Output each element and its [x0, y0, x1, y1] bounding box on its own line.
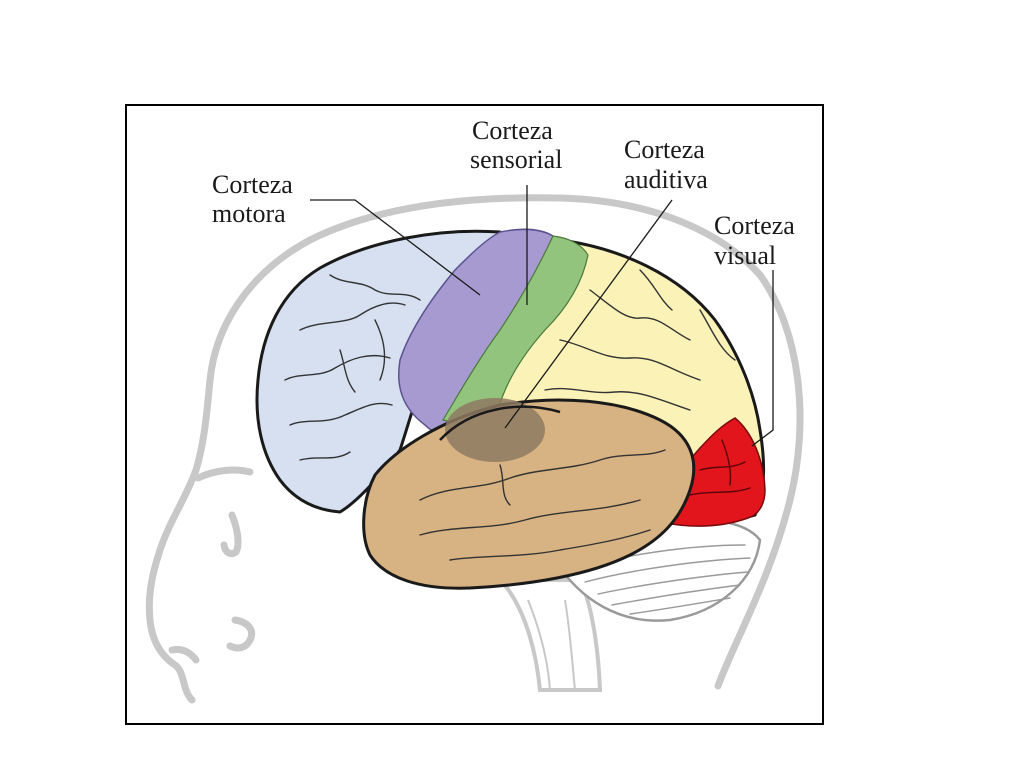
label-visual-line2: visual — [714, 241, 776, 270]
leader-motor — [310, 199, 481, 296]
face-nose-line — [220, 511, 242, 558]
leader-visual — [751, 270, 774, 447]
head-silhouette — [145, 194, 804, 704]
label-sensory-line2: sensorial — [470, 145, 562, 174]
label-visual-line1: Corteza — [714, 211, 795, 240]
leader-lines — [310, 185, 774, 447]
brain — [255, 228, 766, 590]
label-motor-line2: motora — [212, 199, 286, 228]
face-eye-line — [194, 466, 254, 482]
label-sensory-line1: Corteza — [472, 116, 553, 145]
leader-auditory — [504, 199, 673, 429]
auditory-cortex — [445, 398, 545, 462]
label-auditory-line1: Corteza — [624, 135, 705, 164]
label-motor-line1: Corteza — [212, 170, 293, 199]
head-outline — [145, 194, 804, 704]
face-mouth — [168, 646, 200, 664]
labels: Corteza motora Corteza sensorial Corteza… — [212, 116, 795, 270]
label-auditory-line2: auditiva — [624, 165, 708, 194]
brainstem — [495, 578, 603, 692]
face-nostril — [226, 616, 256, 652]
